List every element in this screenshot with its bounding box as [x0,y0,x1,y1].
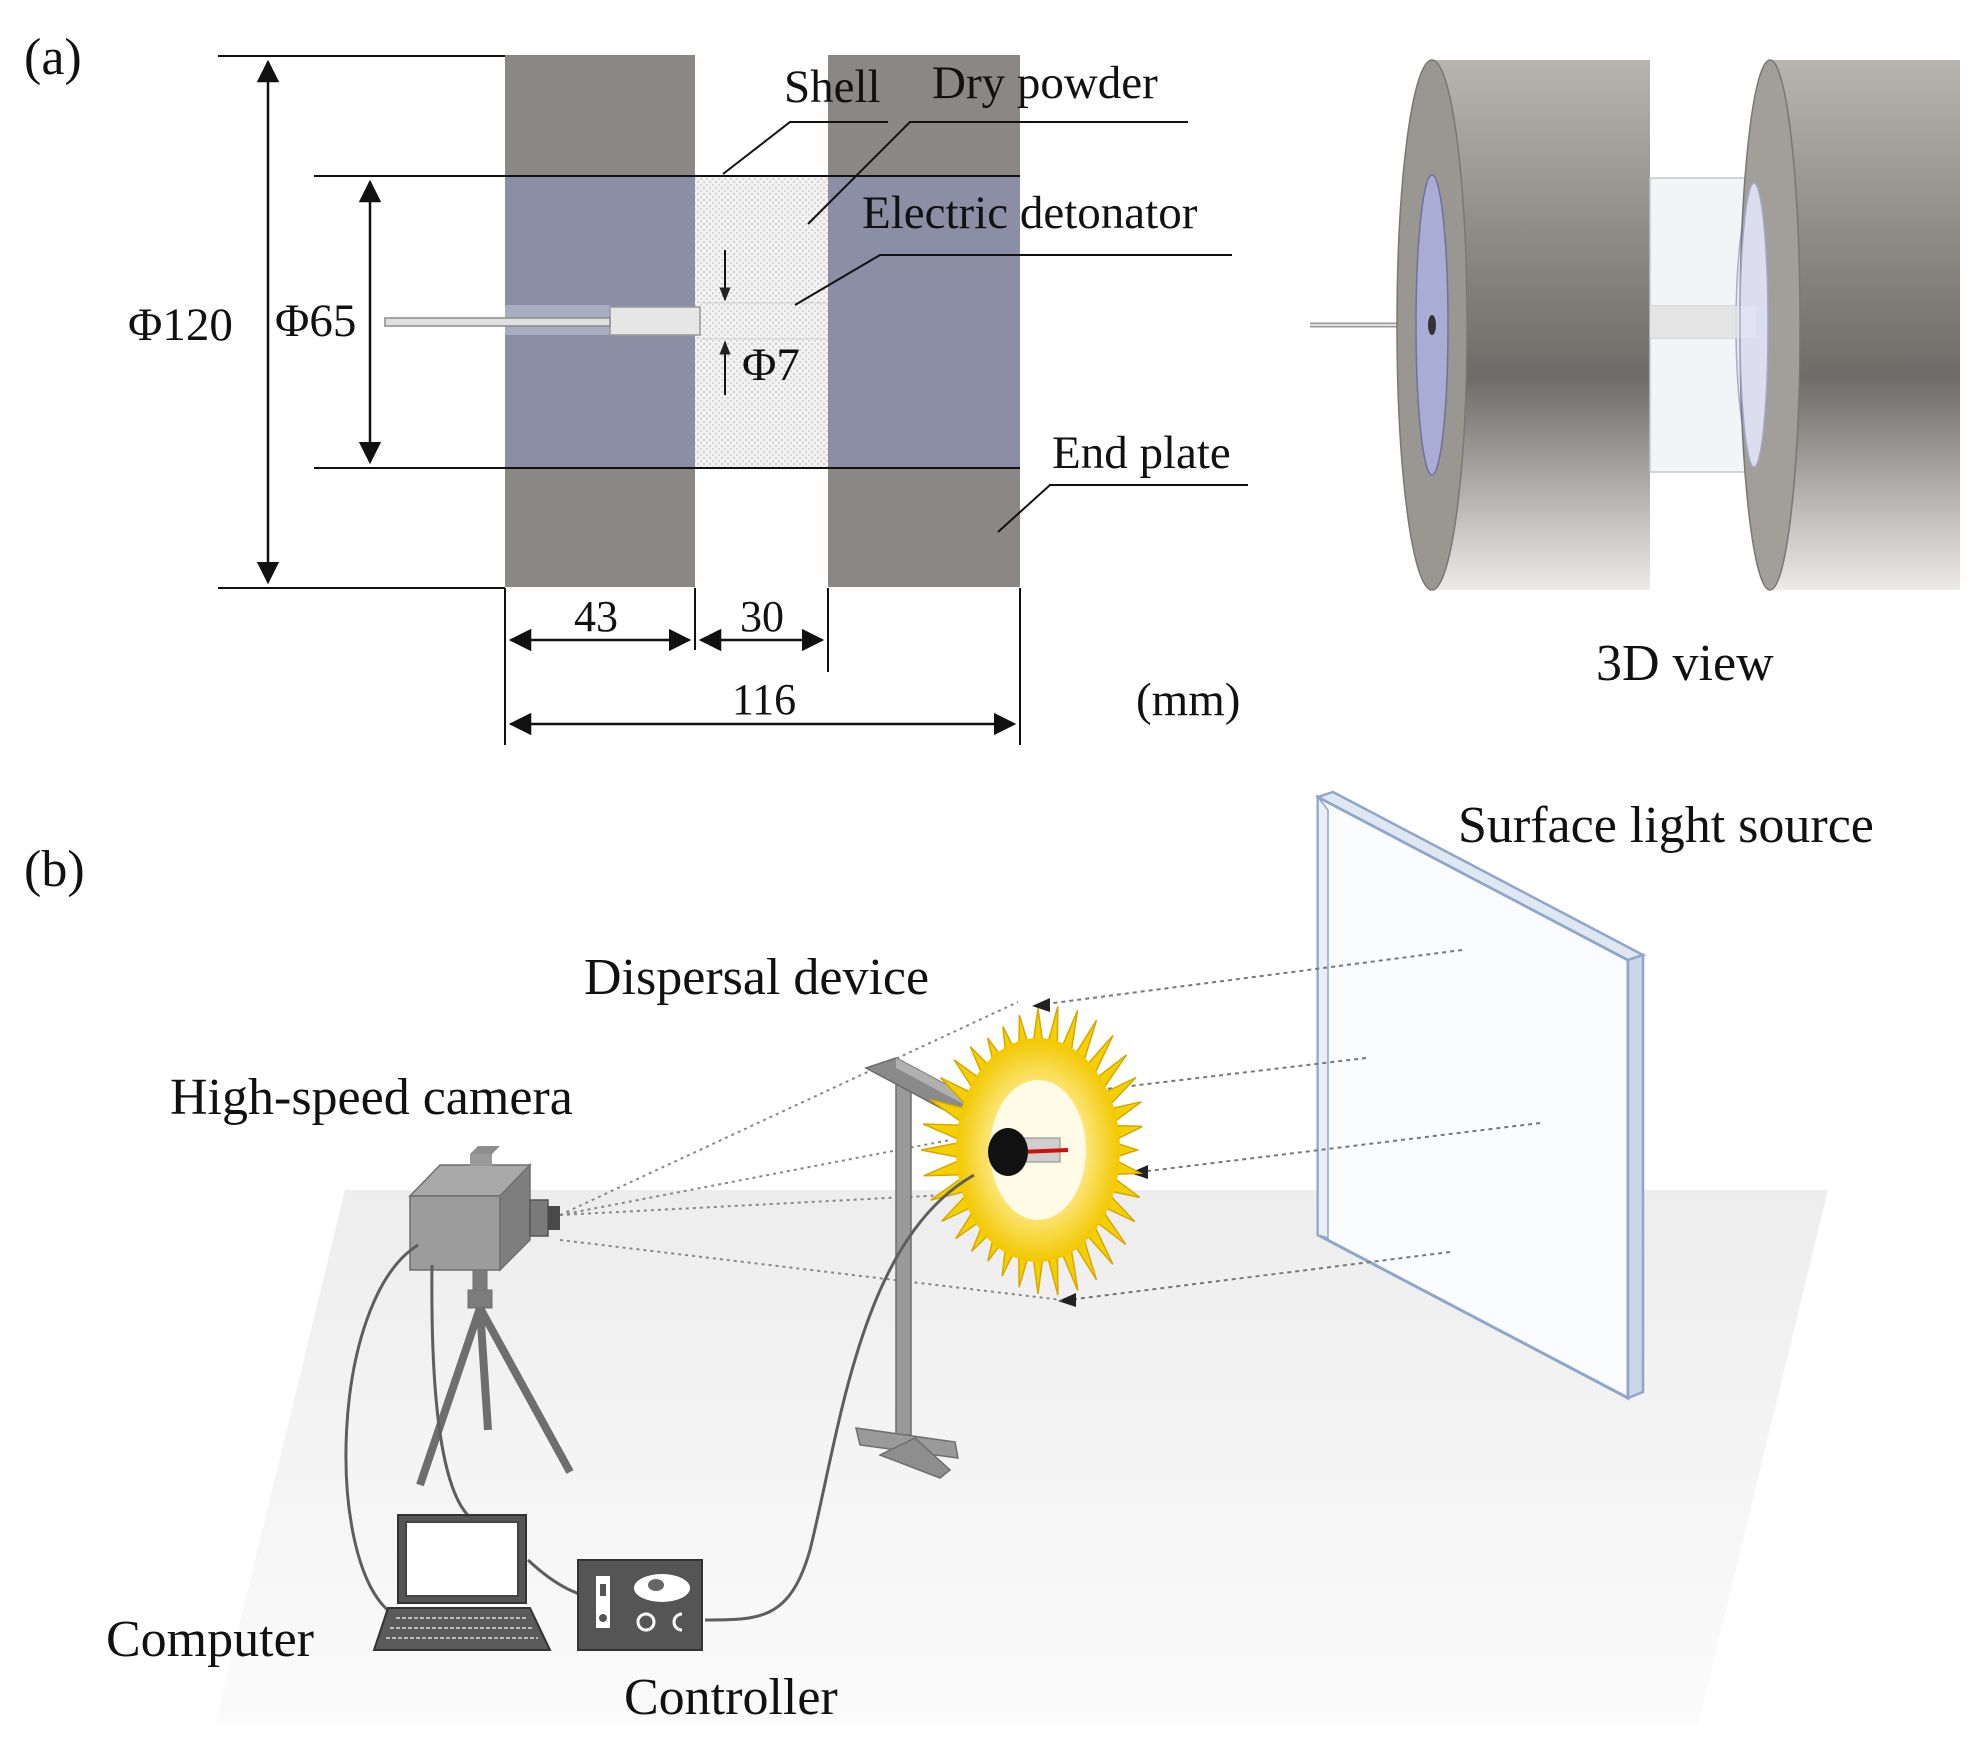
surface-light-source [1314,790,1647,1401]
electric-detonator [609,306,701,336]
right-cylinder [1770,60,1960,590]
tripod [416,1269,574,1487]
surface-light-source-label: Surface light source [1458,797,1874,854]
controller-label: Controller [624,1669,838,1726]
horizontal-dimensions [504,588,1021,745]
camera-view-rays [559,1001,1063,1301]
panel-b-label: (b) [24,841,85,898]
shell-label: Shell [784,61,881,113]
controller [577,1559,703,1651]
end-plate-label: End plate [1052,427,1231,479]
dispersal-device-label: Dispersal device [584,949,929,1006]
panel-a-label: (a) [24,29,82,86]
computer-label: Computer [106,1611,314,1668]
high-speed-camera [408,1146,560,1272]
dry-powder-label: Dry powder [932,57,1158,109]
electric-detonator-label: Electric detonator [862,187,1198,239]
high-speed-camera-label: High-speed camera [170,1069,573,1126]
cross-section [384,55,1020,587]
outer-diameter-label: Φ120 [128,299,233,351]
right-inner-section [828,176,1020,468]
chamber-width-label: 30 [740,592,784,641]
dry-powder-chamber [695,176,828,468]
callout-leaders [722,121,1248,533]
total-width-label: 116 [732,675,796,724]
units-label: (mm) [1136,674,1240,726]
computer [372,1514,552,1651]
3d-view-label: 3D view [1596,635,1774,692]
vertical-dimensions [218,55,505,589]
dispersal-flash [920,1006,1144,1296]
3d-device-view [1310,59,1960,591]
left-cylinder [1432,60,1650,590]
inner-diameter-label: Φ65 [275,295,356,347]
detonator-wire [384,317,611,327]
left-plate-width-label: 43 [574,592,618,641]
hole-diameter-label: Φ7 [742,339,800,391]
